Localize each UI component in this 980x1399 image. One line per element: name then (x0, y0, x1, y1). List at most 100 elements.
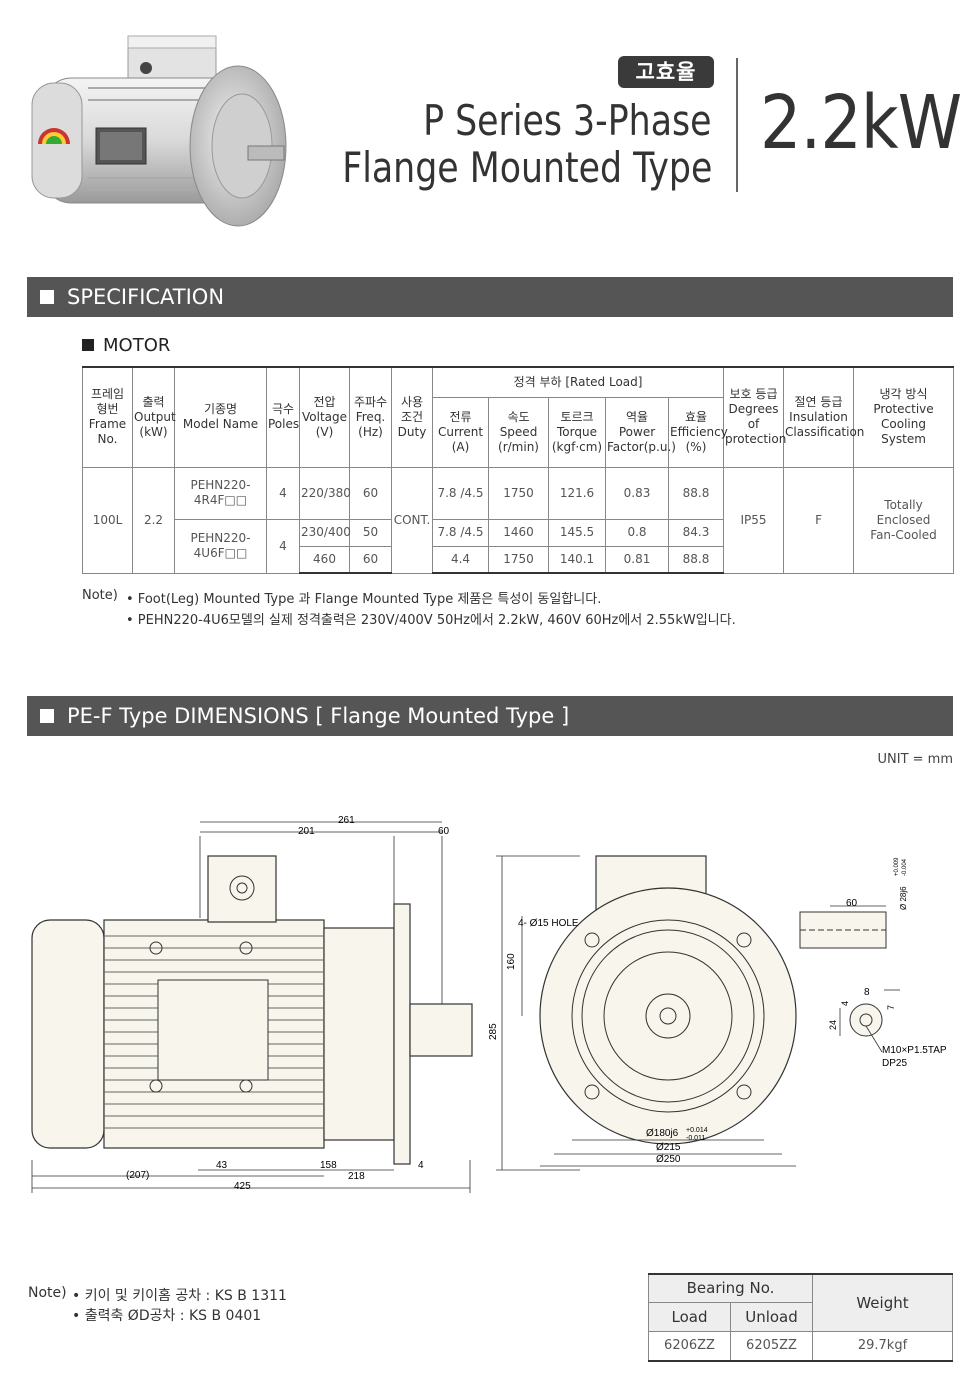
tap-label: M10×P1.5TAP (882, 1045, 947, 1056)
dim-180-tol-dn: -0.011 (686, 1135, 705, 1142)
dim-425: 425 (234, 1181, 251, 1192)
dim-285: 285 (488, 1023, 499, 1040)
cell-output: 2.2 (132, 466, 175, 574)
dim-218: 218 (348, 1171, 365, 1182)
cell-model2-voltage-b: 460 (299, 545, 350, 574)
motor-subheading: MOTOR (82, 335, 170, 356)
load-bearing-value: 6206ZZ (648, 1330, 731, 1362)
cell-model2-speed-a: 1460 (488, 518, 549, 547)
cell-model1-pf: 0.83 (605, 466, 669, 520)
motor-subheading-label: MOTOR (103, 335, 171, 356)
cell-model2-pf-a: 0.8 (605, 518, 669, 547)
cell-model1-voltage: 220/380 (299, 466, 351, 520)
dim-250: Ø250 (656, 1154, 681, 1165)
cell-model1-poles: 4 (266, 466, 300, 520)
spec-note-line2: • PEHN220-4U6모델의 실제 정격출력은 230V/400V 50Hz… (126, 613, 736, 628)
specification-heading: SPECIFICATION (67, 285, 225, 309)
unit-label: UNIT = mm (877, 752, 954, 767)
depth-label: DP25 (882, 1058, 907, 1069)
shaft-tol-dn: -0.004 (902, 858, 908, 876)
cell-model2-torque-a: 145.5 (548, 518, 606, 547)
cell-model2-current-b: 4.4 (432, 545, 489, 574)
cell-model2-freq-b: 60 (349, 545, 392, 574)
cell-model2-torque-b: 140.1 (548, 545, 606, 574)
key-dim-8: 8 (864, 987, 870, 998)
dim-201: 201 (298, 826, 315, 837)
cell-model1-speed: 1750 (488, 466, 549, 520)
dim-261: 261 (338, 815, 355, 826)
key-dim-4: 4 (840, 1001, 850, 1006)
square-bullet-icon (40, 290, 54, 304)
shaft-detail-drawing: 60 Ø 28j6 +0.009 -0.004 4 8 7 24 M10×P1.… (799, 857, 947, 1069)
shaft-tol-up: +0.009 (894, 857, 900, 876)
header-divider (736, 58, 738, 192)
cell-model2-voltage-a: 230/400 (299, 518, 351, 547)
dim-180: Ø180j6 (646, 1128, 679, 1139)
specification-section-bar: SPECIFICATION (27, 277, 953, 317)
cell-model2-poles: 4 (266, 518, 300, 574)
cell-model1-freq: 60 (349, 466, 392, 520)
cell-model2-name: PEHN220-4U6F□□ (174, 518, 267, 574)
dimensions-section-bar: PE-F Type DIMENSIONS [ Flange Mounted Ty… (27, 696, 953, 736)
cell-model1-current: 7.8 /4.5 (432, 466, 489, 520)
bearing-weight-table: Bearing No. Weight Load Unload 6206ZZ 62… (648, 1273, 953, 1362)
unload-bearing-value: 6205ZZ (730, 1330, 813, 1362)
cell-insulation: F (783, 466, 855, 574)
spec-note-line1: • Foot(Leg) Mounted Type 과 Flange Mounte… (126, 592, 602, 607)
weight-value: 29.7kgf (812, 1330, 953, 1362)
key-dim-24: 24 (828, 1020, 838, 1030)
dim-43: 43 (216, 1160, 228, 1171)
square-bullet-icon (40, 709, 54, 723)
cell-protection: IP55 (723, 466, 785, 574)
weight-header: Weight (812, 1273, 953, 1332)
cell-model2-freq-a: 50 (349, 518, 392, 547)
dim-207: (207) (126, 1170, 149, 1181)
power-rating: 2.2kW (760, 80, 962, 166)
dim-60: 60 (438, 826, 450, 837)
shaft-diameter: Ø 28j6 (899, 886, 908, 910)
dim-180-tol-up: +0.014 (686, 1127, 708, 1134)
spec-note-label: Note) (82, 588, 118, 603)
key-dim-7: 7 (886, 1005, 896, 1010)
cell-model2-speed-b: 1750 (488, 545, 549, 574)
cell-model2-pf-b: 0.81 (605, 545, 669, 574)
cell-model1-name: PEHN220-4R4F□□ (174, 466, 267, 520)
cell-duty: CONT. (391, 466, 433, 574)
unload-header: Unload (730, 1301, 813, 1332)
bearing-header: Bearing No. (648, 1273, 813, 1303)
shaft-len-60: 60 (846, 898, 858, 909)
dim-160: 160 (506, 953, 517, 970)
bottom-note-line1: • 키이 및 키이홈 공차 : KS B 1311 (72, 1288, 287, 1304)
cell-frame: 100L (82, 466, 133, 574)
dim-158: 158 (320, 1160, 337, 1171)
cell-model2-eff-a: 84.3 (667, 518, 725, 547)
side-view-drawing: 261 201 60 43 158 4 (207) 218 425 (31, 815, 473, 1193)
cell-model1-torque: 121.6 (548, 466, 606, 520)
square-bullet-icon (82, 339, 94, 351)
dim-215: Ø215 (656, 1142, 681, 1153)
bottom-note-line2: • 출력축 ØD공차 : KS B 0401 (72, 1308, 262, 1324)
header-rated-load: 정격 부하 [Rated Load] (431, 366, 725, 398)
cell-model2-current-a: 7.8 /4.5 (432, 518, 489, 547)
motor-product-photo (31, 35, 287, 227)
product-title-line2: Flange Mounted Type (341, 143, 712, 192)
dim-4: 4 (418, 1160, 424, 1171)
cell-model1-eff: 88.8 (667, 466, 725, 520)
load-header: Load (648, 1301, 731, 1332)
